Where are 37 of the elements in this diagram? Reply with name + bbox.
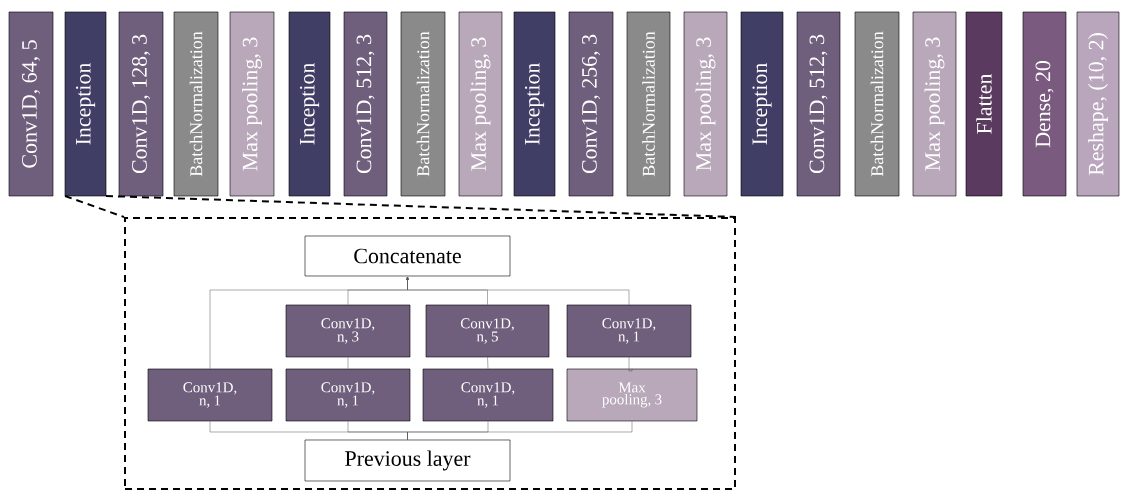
layer-box: Max pooling, 3: [458, 11, 503, 197]
layer-box: Conv1D, n, 1: [566, 304, 692, 358]
layer-box: Conv1D, n, 1: [422, 368, 554, 422]
layer-box: Conv1D, 128, 3: [118, 11, 164, 197]
connector-line: [487, 357, 489, 369]
layer-box: Conv1D, 512, 3: [343, 11, 388, 197]
layer-box: Conv1D, n, 1: [285, 368, 411, 422]
layer-box: Reshape, (10, 2): [1076, 11, 1120, 197]
layer-box: BatchNormalization: [626, 11, 671, 197]
connector-line: [347, 357, 349, 369]
layer-box: Max pooling, 3: [229, 11, 275, 197]
layer-box: Conv1D, 64, 5: [8, 11, 54, 197]
layer-box: BatchNormalization: [400, 11, 446, 197]
layer-box: Inception: [740, 11, 784, 197]
layer-box: BatchNormalization: [854, 11, 900, 197]
layer-box: Max pooling, 3: [566, 368, 698, 422]
connector-line: [628, 357, 633, 372]
layer-box: Max pooling, 3: [912, 11, 957, 197]
layer-box: Flatten: [965, 11, 1003, 197]
layer-box: Conv1D, n, 3: [285, 304, 411, 358]
layer-box: Previous layer: [304, 439, 511, 482]
layer-box: BatchNormalization: [173, 11, 219, 197]
layer-box: Conv1D, 512, 3: [796, 11, 841, 197]
connector-line: [407, 421, 633, 440]
zoom-line: [105, 195, 737, 218]
layer-box: Conv1D, n, 1: [147, 368, 273, 422]
layer-box: Inception: [513, 11, 556, 197]
dashed-frame: [124, 217, 736, 490]
layer-box: Inception: [288, 11, 331, 197]
layer-box: Concatenate: [304, 235, 511, 277]
layer-box: Conv1D, n, 5: [425, 304, 550, 358]
layer-box: Dense, 20: [1022, 11, 1067, 197]
layer-box: Inception: [64, 11, 107, 197]
zoom-line: [64, 195, 125, 218]
layer-box: Conv1D, 256, 3: [568, 11, 614, 197]
layer-box: Max pooling, 3: [683, 11, 728, 197]
arrow: [406, 276, 630, 305]
